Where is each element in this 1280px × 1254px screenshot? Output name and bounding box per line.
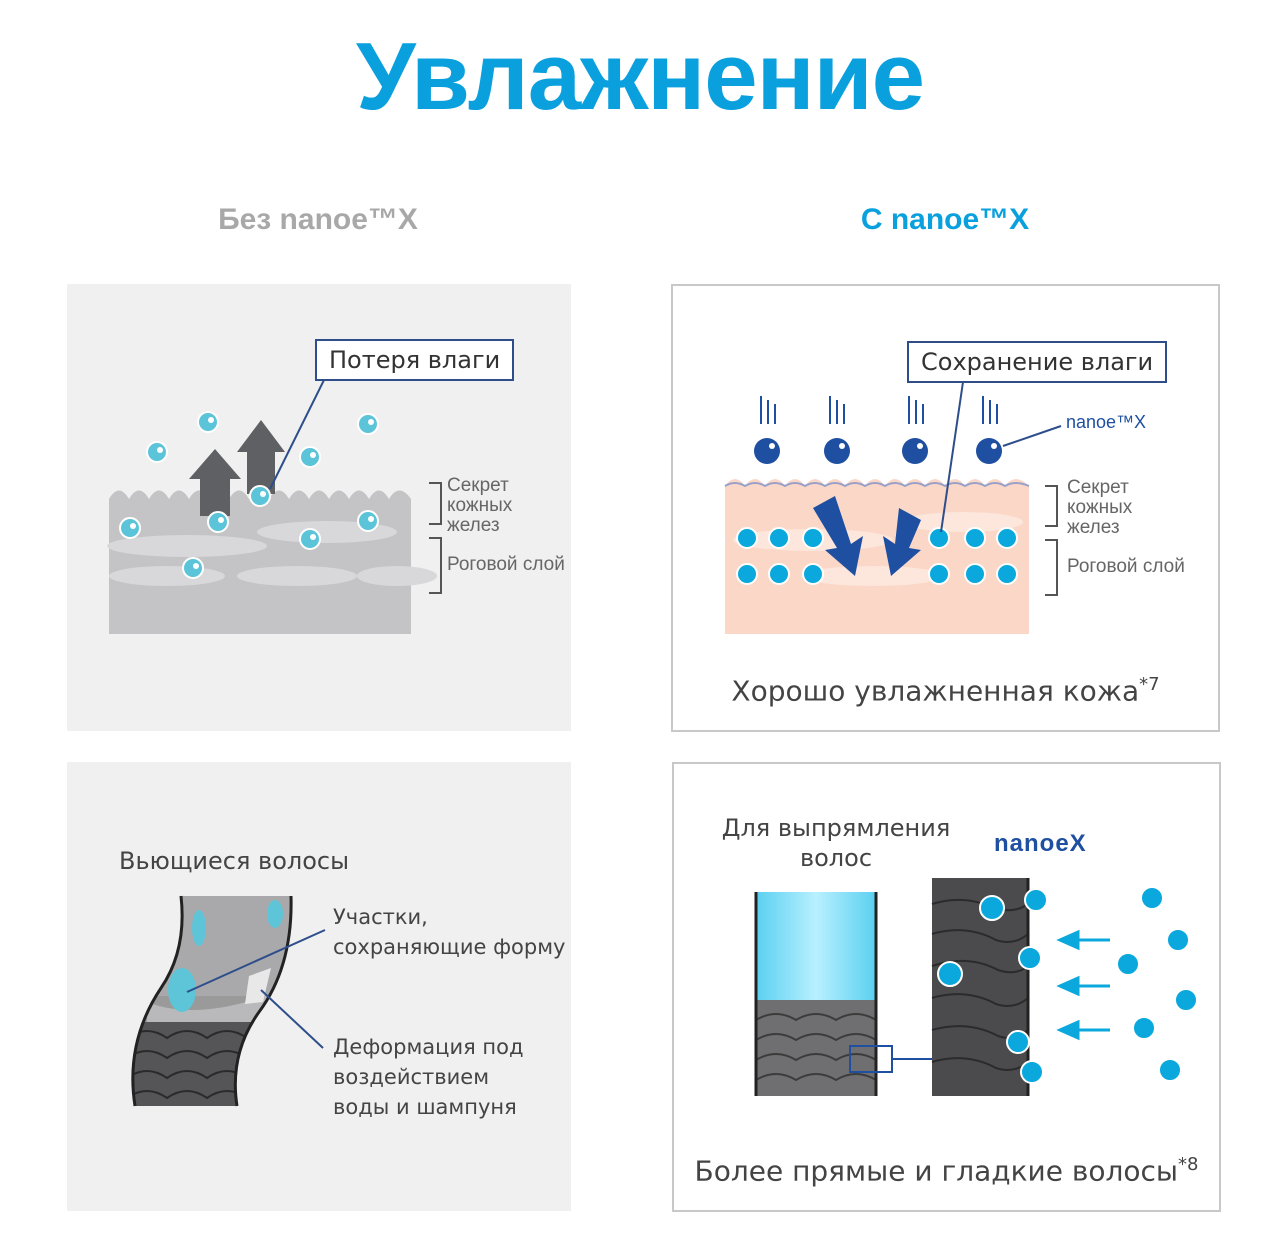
page-title: Увлажнение [355, 23, 925, 130]
hair-caption: Более прямые и гладкие волосы*8 [694, 1154, 1199, 1188]
skin-with-diagram [724, 381, 1062, 634]
shape-areas-label: Участки, сохраняющие форму [333, 905, 566, 959]
curly-hair-diagram [131, 895, 326, 1107]
secretion-label: Секрет кожных желез [447, 475, 513, 536]
horny-layer-label: Роговой слой [1067, 556, 1185, 577]
skin-with-panel: Сохранение влаги nanoe™X Секрет кожных ж… [671, 284, 1220, 732]
deformation-label: Деформация под воздействием воды и шампу… [333, 1035, 524, 1119]
skin-without-diagram [107, 377, 442, 634]
nanoe-label: nanoe™X [1066, 412, 1147, 432]
nanoe-logo: nanoeX [994, 830, 1087, 857]
moisture-retention-label: Сохранение влаги [907, 341, 1168, 383]
straightening-title: Для выпрямления волос [721, 814, 951, 872]
heading-with-nanoe: С nanoe™X [860, 203, 1030, 236]
straight-hair-diagram [754, 878, 1198, 1096]
moisture-loss-label: Потеря влаги [315, 339, 515, 381]
heading-without-nanoe: Без nanoe™X [218, 203, 418, 236]
horny-layer-label: Роговой слой [447, 554, 565, 575]
curly-hair-title: Вьющиеся волосы [119, 847, 350, 875]
secretion-label: Секрет кожных желез [1067, 477, 1133, 538]
hair-with-panel: Для выпрямления волос nanoeX [672, 762, 1221, 1212]
skin-without-panel: Потеря влаги Секрет кожных желез Роговой… [67, 284, 571, 731]
hair-without-panel: Вьющиеся волосы Участки, [67, 762, 571, 1211]
skin-caption: Хорошо увлажненная кожа*7 [731, 674, 1160, 708]
